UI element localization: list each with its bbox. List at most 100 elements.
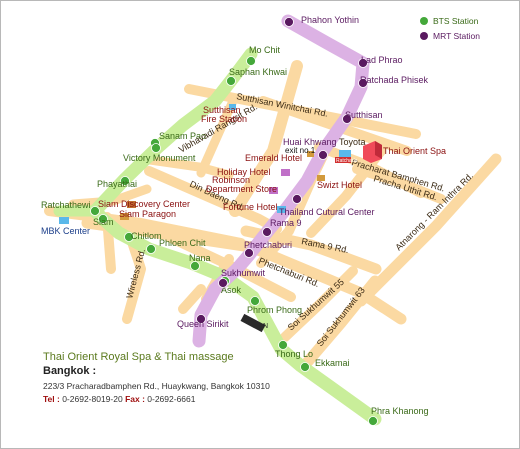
bts-station-label-nana: Nana — [189, 253, 211, 263]
fax-number: 0-2692-6661 — [144, 394, 196, 404]
road-wireless — [122, 234, 146, 324]
place-label-swizt-hotel: Swizt Hotel — [317, 180, 362, 190]
mrt-station-rama9 — [262, 227, 272, 237]
bts-station-phayathai — [120, 176, 130, 186]
bts-station-label-mo-chit: Mo Chit — [249, 45, 281, 55]
place-label-fire-station-2: Fire Station — [201, 114, 247, 124]
bts-station-label-saphan-khwai: Saphan Khwai — [229, 67, 287, 77]
bts-station-label-ekkamai: Ekkamai — [315, 358, 350, 368]
bts-station-label-phra-khanong: Phra Khanong — [371, 406, 429, 416]
mrt-station-sukhumwit — [218, 278, 228, 288]
road-sukhumwit-cross — [178, 284, 206, 314]
bts-station-nana — [190, 261, 200, 271]
bts-station-ratchathewi — [90, 206, 100, 216]
mrt-station-label-rama9: Rama 9 — [270, 218, 302, 228]
road-sutthisan-soi — [196, 96, 238, 178]
place-label-robinson-1: Robinson — [212, 175, 250, 185]
compass-marker: N — [240, 313, 268, 333]
road-soi55 — [280, 266, 358, 342]
place-label-toyota: Toyota — [339, 137, 366, 147]
bts-station-label-sanam-pao: Sanam Pao — [159, 131, 206, 141]
info-block: Thai Orient Royal Spa & Thai massage Ban… — [43, 351, 270, 406]
place-label-holiday-hotel: Holiday Hotel — [217, 167, 271, 177]
mrt-station-lad-phrao — [358, 58, 368, 68]
bts-station-victory-monument — [151, 143, 161, 153]
mrt-station-label-sutthisan: Sutthisan — [345, 110, 383, 120]
road-victory-east — [138, 154, 234, 180]
dark-road-sign — [335, 157, 351, 163]
info-address: 223/3 Pracharadbamphen Rd., Huaykwang, B… — [43, 381, 270, 391]
mrt-station-label-queen-sirikit: Queen Sirikit — [177, 319, 229, 329]
bts-line — [88, 47, 382, 426]
mrt-station-label-ratchada-phisek: Ratchada Phisek — [360, 75, 429, 85]
place-label-emerald-hotel: Emerald Hotel — [245, 153, 302, 163]
mrt-station-label-huai-khwang: Huai Khwang — [283, 137, 337, 147]
mrt-station-label-sukhumwit: Sukhumwit — [221, 268, 266, 278]
bts-station-label-phayathai: Phayathai — [97, 179, 137, 189]
tel-number: 0-2692-8019-20 — [59, 394, 126, 404]
building-siam-paragon — [120, 213, 129, 220]
bts-station-phloen-chit — [146, 244, 156, 254]
bts-station-label-victory-monument: Victory Monument — [123, 153, 196, 163]
bts-station-label-siam: Siam — [93, 217, 114, 227]
bts-station-siam — [98, 214, 108, 224]
legend: BTS Station MRT Station — [420, 16, 480, 41]
legend-mrt-icon — [420, 32, 428, 40]
compass-label: N — [263, 323, 268, 330]
mrt-station-label-phetchaburi: Phetchaburi — [244, 240, 292, 250]
mrt-station-thailand-cultural-center — [292, 194, 302, 204]
bts-station-phrom-phong — [250, 296, 260, 306]
legend-mrt-label: MRT Station — [433, 31, 480, 41]
bts-station-label-asok: Asok — [221, 285, 242, 295]
mrt-station-phetchaburi — [244, 248, 254, 258]
road-upper-diagonal — [306, 146, 386, 238]
bts-station-label-phrom-phong: Phrom Phong — [247, 305, 302, 315]
bts-station-label-ratchathewi: Ratchathewi — [41, 200, 91, 210]
dark-road-sign-label: Ratchada — [336, 158, 358, 164]
bts-station-label-phloen-chit: Phloen Chit — [159, 238, 206, 248]
info-title: Thai Orient Royal Spa & Thai massage — [43, 351, 234, 363]
mrt-station-ratchada-phisek — [358, 78, 368, 88]
road-vibhavadi — [229, 60, 303, 217]
building-emerald-hotel — [307, 151, 314, 157]
place-label-spa: Thai Orient Spa — [383, 146, 446, 156]
place-label-siam-paragon: Siam Paragon — [119, 209, 176, 219]
place-label-exit: exit no.1 — [285, 146, 316, 155]
fax-label: Fax : — [125, 394, 145, 404]
bts-station-chitlom — [124, 232, 134, 242]
spa-marker — [335, 141, 382, 163]
building-holiday-hotel — [281, 169, 290, 176]
mrt-station-huai-khwang — [318, 150, 328, 160]
place-label-fire-station-1: Sutthisan — [203, 105, 241, 115]
bts-station-label-chitlom: Chitlom — [131, 231, 162, 241]
mrt-station-sutthisan — [342, 114, 352, 124]
bts-station-mo-chit — [246, 56, 256, 66]
mrt-station-phahon-yothin — [284, 17, 294, 27]
building-fire-station — [229, 104, 236, 110]
building-marks — [59, 104, 351, 224]
building-siam-discovery — [127, 201, 136, 208]
bts-station-ekkamai — [300, 362, 310, 372]
building-robinson — [269, 187, 278, 194]
bts-station-saphan-khwai — [226, 76, 236, 86]
legend-bts-label: BTS Station — [433, 16, 479, 26]
bts-station-label-thong-lo: Thong Lo — [275, 349, 313, 359]
place-label-robinson-2: Department Store — [206, 184, 277, 194]
mrt-station-label-phahon-yothin: Phahon Yothin — [301, 15, 359, 25]
place-labels: Sutthisan Fire Station Emerald Hotel Hol… — [41, 105, 446, 236]
info-phone: Tel : 0-2692-8019-20 Fax : 0-2692-6661 — [43, 393, 270, 406]
legend-bts-icon — [420, 17, 428, 25]
info-city: Bangkok : — [43, 365, 97, 377]
place-label-mbk: MBK Center — [41, 226, 90, 236]
bts-station-thong-lo — [278, 340, 288, 350]
place-label-fortune-hotel: Fortune Hotel — [223, 202, 278, 212]
road-soi63 — [299, 275, 381, 371]
building-toyota — [339, 150, 351, 157]
bts-station-phra-khanong — [368, 416, 378, 426]
building-mbk — [59, 217, 69, 224]
mrt-station-label-thailand-cultural-center: Thailand Cutural Center — [279, 207, 375, 217]
